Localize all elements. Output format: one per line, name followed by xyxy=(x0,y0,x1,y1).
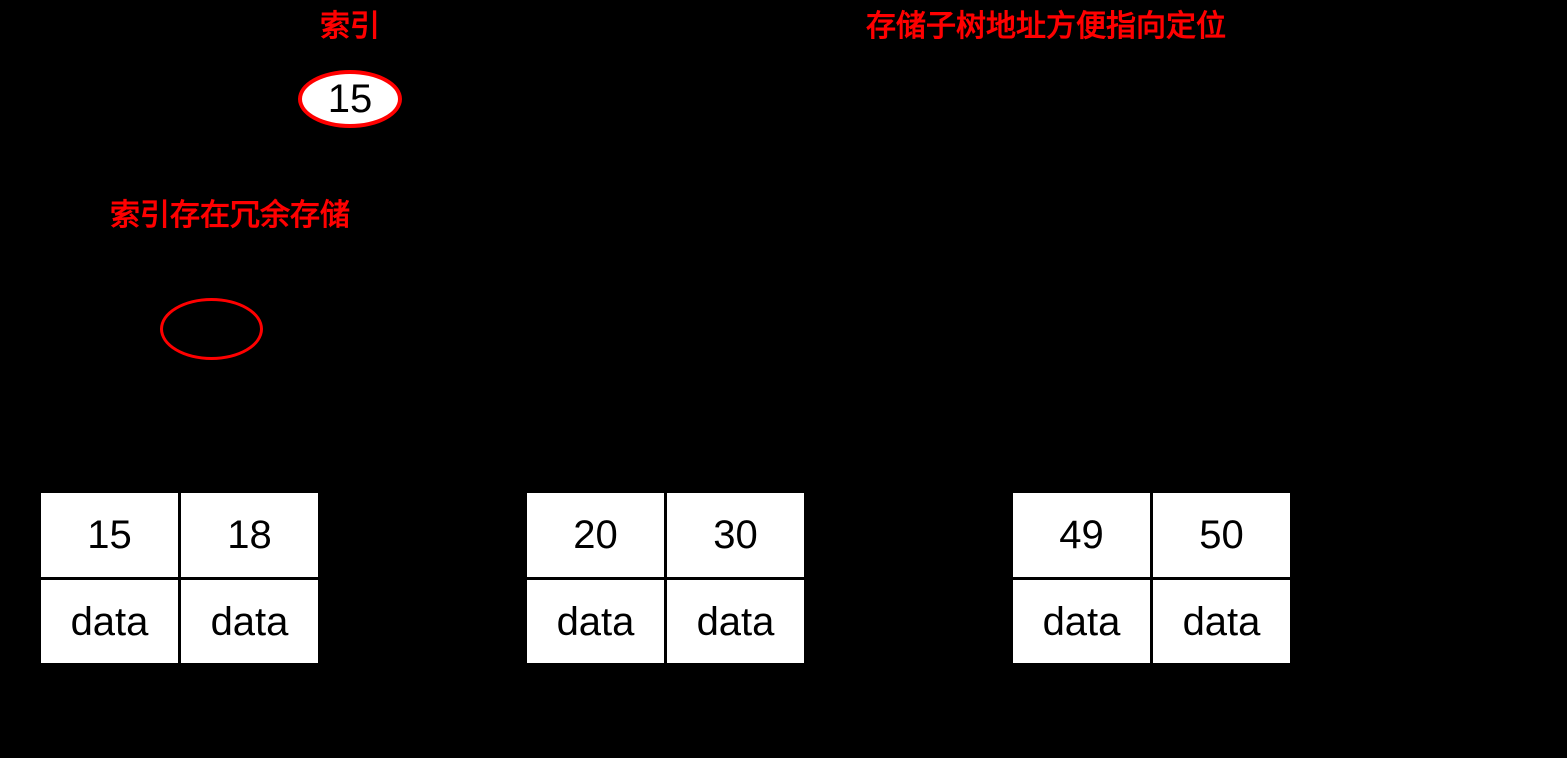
root-index-value: 15 xyxy=(327,77,373,121)
leaf-node-2: 20 30 data data xyxy=(527,493,804,663)
subtree-address-annotation: 存储子树地址方便指向定位 xyxy=(866,10,1226,43)
root-index-node: 15 xyxy=(298,70,402,128)
leaf-data-cell: data xyxy=(1013,580,1150,663)
index-annotation: 索引 xyxy=(320,10,380,43)
leaf-data-cell: data xyxy=(527,580,664,663)
leaf-key-cell: 49 xyxy=(1013,493,1150,577)
leaf-key-cell: 50 xyxy=(1153,493,1290,577)
leaf-key-cell: 15 xyxy=(41,493,178,577)
leaf-key-cell: 18 xyxy=(181,493,318,577)
highlight-ellipse xyxy=(160,298,263,360)
leaf-key-cell: 20 xyxy=(527,493,664,577)
leaf-data-cell: data xyxy=(1153,580,1290,663)
leaf-data-cell: data xyxy=(41,580,178,663)
leaf-data-cell: data xyxy=(667,580,804,663)
leaf-node-3: 49 50 data data xyxy=(1013,493,1290,663)
redundant-storage-annotation: 索引存在冗余存储 xyxy=(110,199,350,232)
leaf-node-1: 15 18 data data xyxy=(41,493,318,663)
leaf-data-cell: data xyxy=(181,580,318,663)
leaf-key-cell: 30 xyxy=(667,493,804,577)
